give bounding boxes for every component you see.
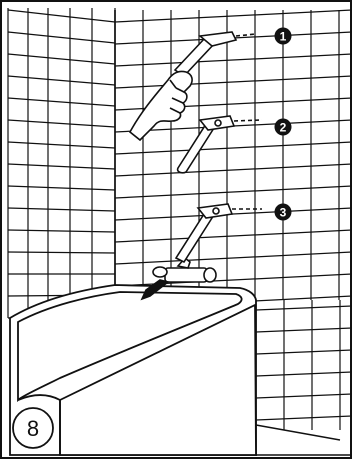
step-2-screw-line — [234, 120, 262, 121]
step-2-bracket-screw — [215, 120, 221, 126]
mixer-handle-left — [153, 267, 167, 277]
tile-grout-line — [8, 98, 115, 106]
step-1-screw-line — [236, 34, 256, 36]
tile-grout-line — [115, 274, 352, 286]
tile-grout-line — [8, 186, 115, 190]
tile-grout-line — [115, 142, 352, 154]
back-wall-tiles — [115, 10, 352, 308]
step-3-shower-wand — [176, 214, 212, 262]
tile-grout-line — [256, 394, 352, 398]
figure-number-label: 8 — [27, 416, 39, 441]
figure-number-badge: 8 — [13, 408, 53, 448]
tile-grout-line — [8, 10, 115, 22]
mixer-body — [165, 268, 207, 282]
floor-line — [256, 425, 352, 455]
right-wall-tiles — [256, 300, 352, 430]
tile-grout-line — [256, 350, 352, 354]
tile-grout-line — [115, 54, 352, 66]
tile-grout-line — [8, 54, 115, 64]
tile-grout-line — [115, 164, 352, 176]
tile-grout-line — [8, 32, 115, 43]
left-wall-tiles — [8, 8, 115, 318]
tile-grout-line — [8, 208, 115, 211]
step-marker-3-label: 3 — [280, 206, 287, 220]
tile-grout-line — [8, 164, 115, 169]
step-marker-1-label: 1 — [280, 30, 287, 44]
tile-grout-line — [256, 328, 352, 332]
tile-grout-line — [8, 142, 115, 148]
tile-grout-line — [8, 252, 115, 253]
tile-grout-line — [115, 252, 352, 264]
tile-grout-line — [8, 120, 115, 127]
step-marker-1: 1 — [275, 28, 292, 45]
tile-grout-line — [8, 230, 115, 232]
mixer-handle-right — [204, 268, 216, 282]
step-3-bracket-screw — [213, 208, 219, 214]
tile-grout-line — [115, 186, 352, 198]
tile-grout-line — [115, 230, 352, 242]
step-2-shower-wand — [178, 124, 214, 173]
tile-grout-line — [8, 76, 115, 85]
step-marker-3: 3 — [275, 204, 292, 221]
step-marker-2-label: 2 — [280, 121, 287, 135]
tile-grout-line — [115, 10, 352, 22]
tile-grout-line — [256, 306, 352, 310]
step-2-illustration — [178, 116, 262, 173]
tile-grout-line — [256, 372, 352, 376]
tile-grout-line — [256, 416, 352, 420]
step-marker-2: 2 — [275, 119, 292, 136]
tile-grout-line — [115, 76, 352, 88]
